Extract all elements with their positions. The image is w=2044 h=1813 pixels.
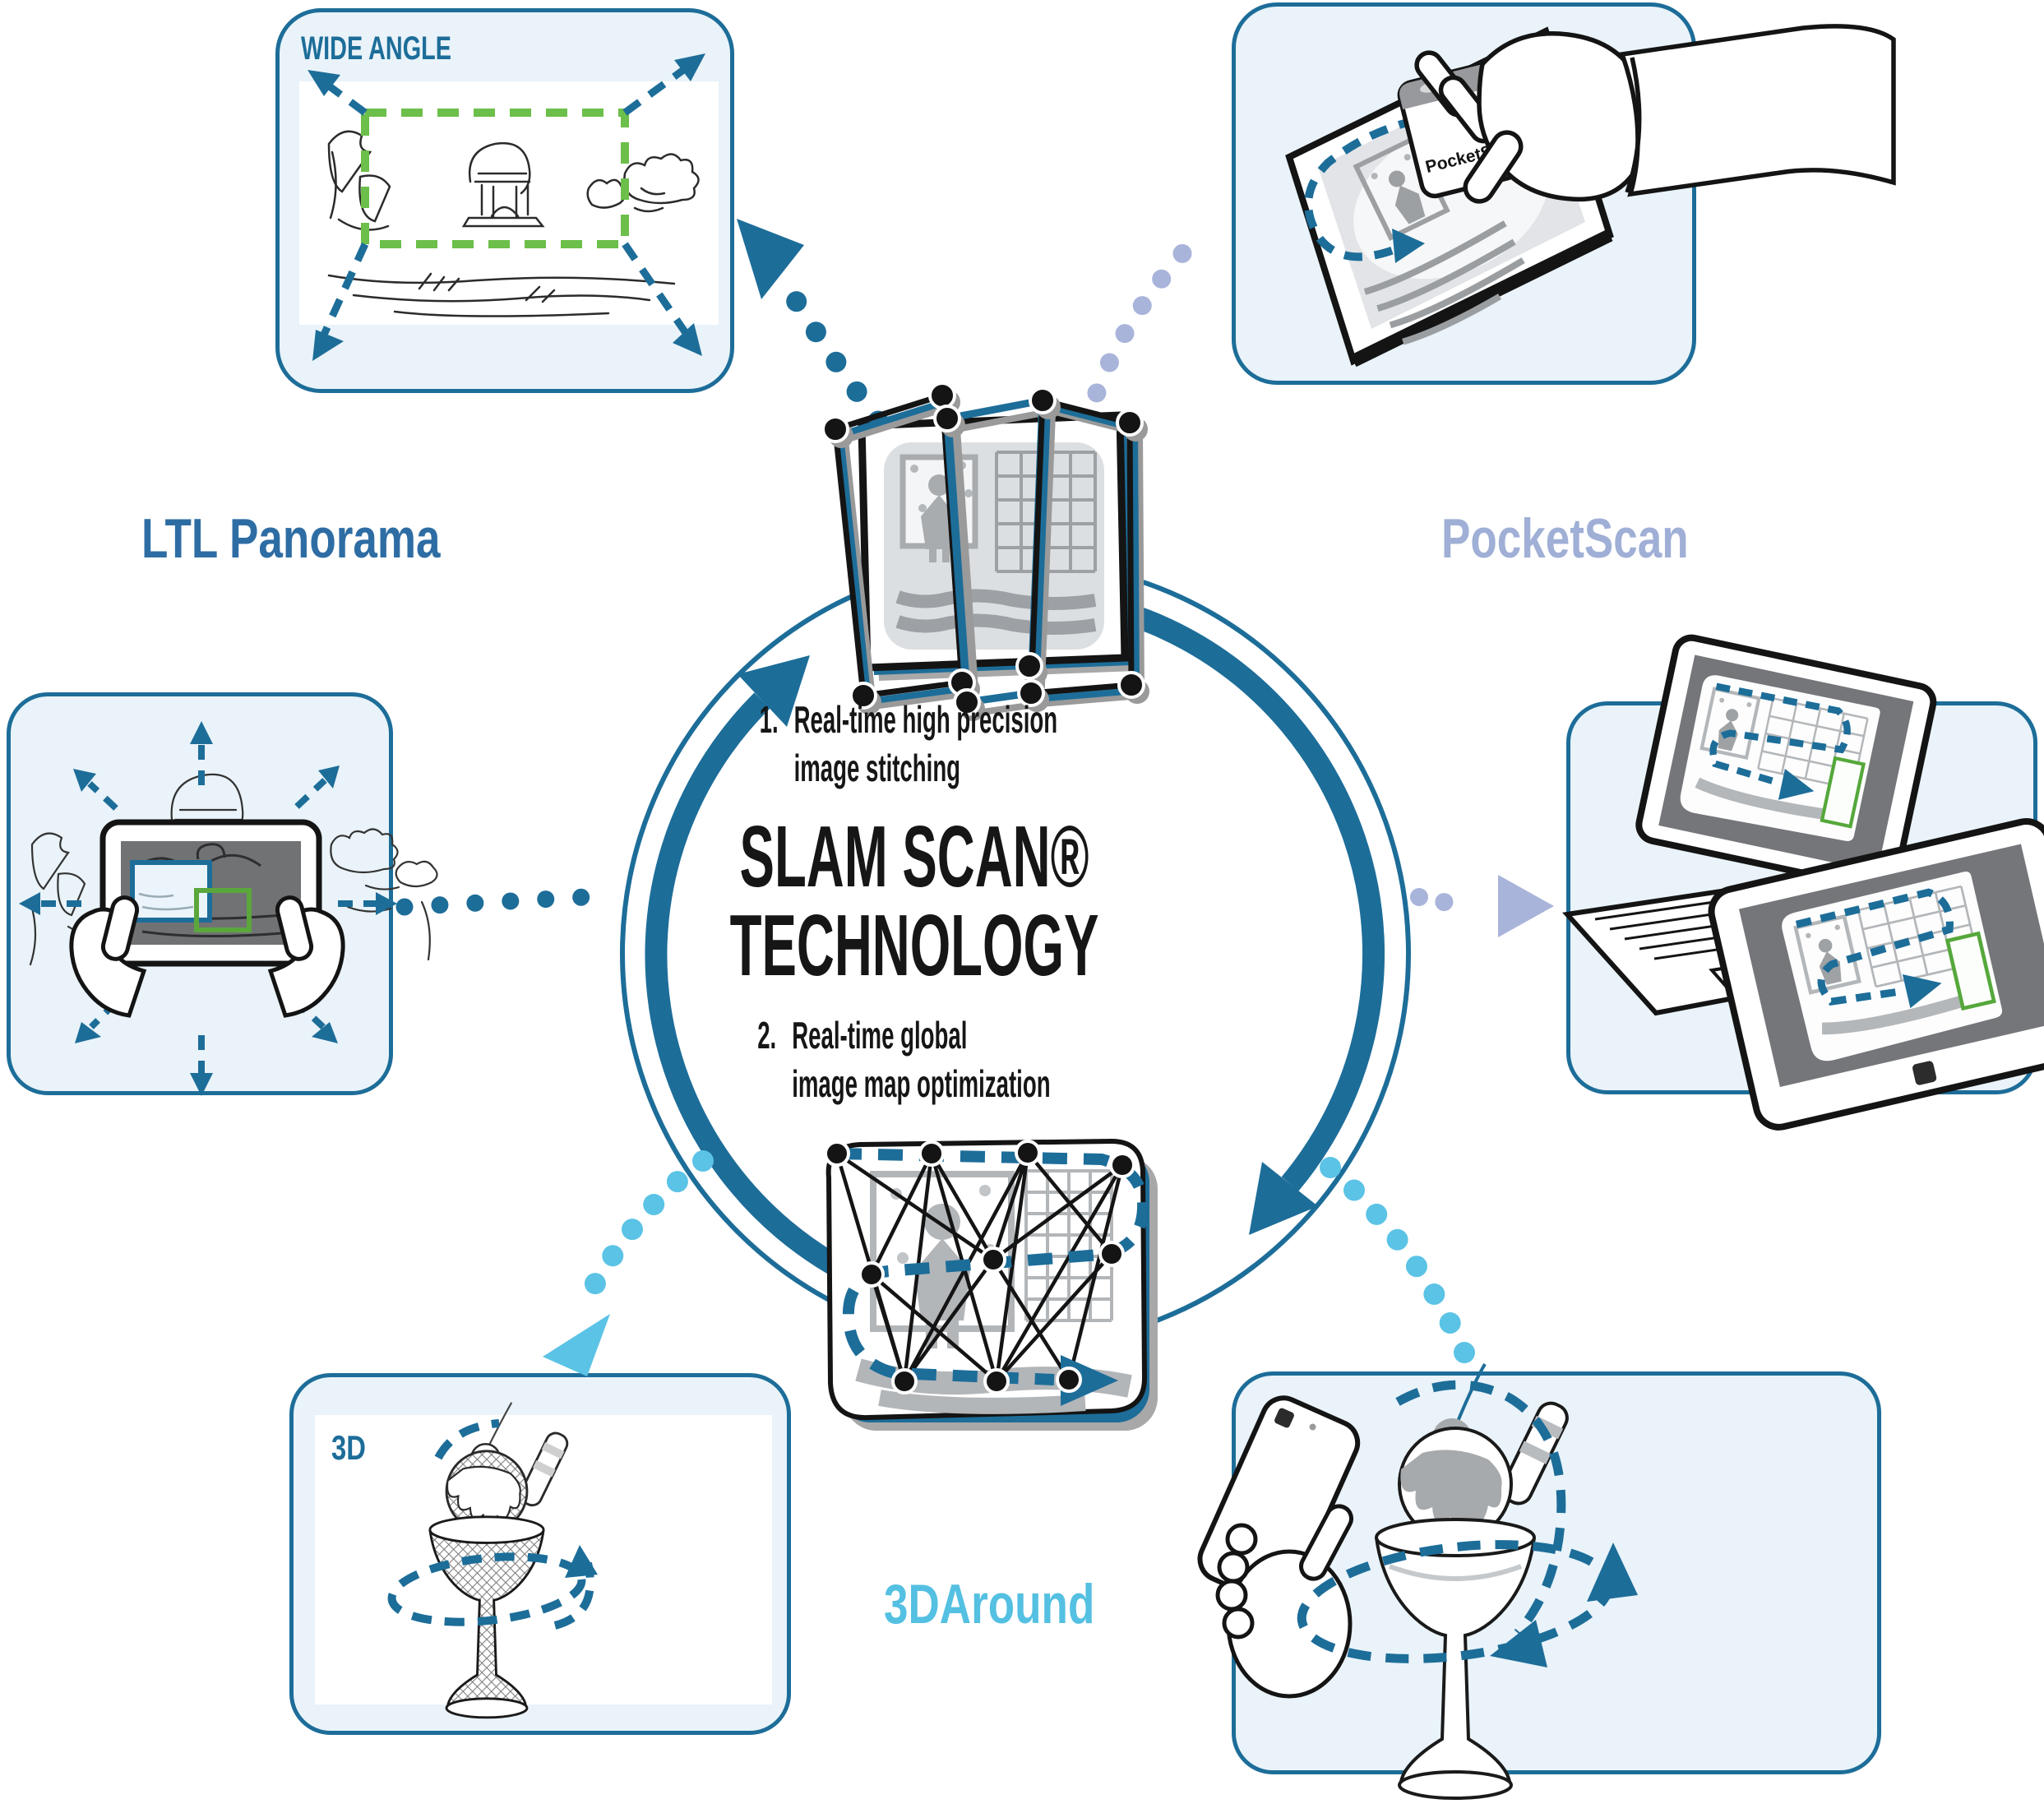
panel-devices bbox=[1566, 701, 2037, 1094]
panel-wide-angle: WIDE ANGLE bbox=[275, 8, 734, 393]
sundae-wireframe bbox=[428, 1402, 569, 1719]
hand bbox=[1414, 24, 1896, 204]
connector-to-3d bbox=[570, 1150, 714, 1321]
optimization-document bbox=[824, 1138, 1158, 1431]
pan-arrowheads bbox=[19, 721, 397, 1096]
current-frame bbox=[194, 888, 252, 932]
screen-sketch bbox=[133, 843, 283, 938]
center-text-block: 1. Real-time high precision image stitch… bbox=[648, 696, 1181, 1108]
orbit-arrowhead bbox=[565, 1545, 598, 1578]
ltl-panorama-label: LTL Panorama bbox=[141, 507, 441, 570]
connector-to-pocketscan bbox=[1077, 225, 1209, 434]
devices-arrowhead bbox=[1498, 875, 1554, 937]
scan-path-arrowhead bbox=[1392, 229, 1425, 263]
panel-3d: 3D bbox=[289, 1373, 791, 1735]
panel-pocketscan: PocketScan bbox=[1232, 2, 1896, 385]
item1-line2: image stitching bbox=[793, 746, 961, 789]
optimized-scan-path bbox=[836, 1148, 1149, 1385]
item2-number: 2. bbox=[757, 1013, 777, 1057]
expand-arrowheads bbox=[308, 53, 705, 361]
feature-points bbox=[821, 382, 1149, 721]
panel-ltl-panorama bbox=[7, 692, 438, 1096]
3daround-label: 3DAround bbox=[884, 1573, 1095, 1635]
scan-path-arrow bbox=[1061, 1355, 1118, 1406]
3d-model-illustration bbox=[315, 1402, 772, 1719]
wide-angle-arrowhead bbox=[737, 219, 804, 299]
match-graph-nodes bbox=[824, 1140, 1135, 1394]
document-figure bbox=[1353, 136, 1450, 241]
hands bbox=[69, 895, 345, 1018]
3d-label: 3D bbox=[331, 1428, 366, 1467]
stitch-frames bbox=[832, 391, 1145, 717]
connector-to-3daround bbox=[1320, 1157, 1482, 1381]
title-line1: SLAM SCAN® bbox=[739, 807, 1089, 905]
item2-line1: Real-time global bbox=[792, 1013, 968, 1057]
ltl-panorama-illustration bbox=[19, 721, 438, 1096]
panel-3daround bbox=[1232, 1371, 1881, 1774]
3d-arrowhead bbox=[543, 1314, 610, 1376]
connector-to-wide-angle bbox=[770, 266, 889, 432]
match-graph-edges bbox=[835, 1151, 1125, 1383]
wide-angle-label: WIDE ANGLE bbox=[301, 30, 451, 67]
pocketscan-label: PocketScan bbox=[1441, 507, 1689, 570]
feature-item-2: 2. Real-time global image map optimizati… bbox=[648, 1011, 1181, 1108]
main-title: SLAM SCAN® TECHNOLOGY bbox=[648, 812, 1181, 990]
pocketscan-illustration: PocketScan bbox=[1285, 24, 1896, 368]
item1-line1: Real-time high precision bbox=[793, 698, 1058, 741]
title-line2: TECHNOLOGY bbox=[729, 896, 1099, 994]
item2-line2: image map optimization bbox=[792, 1061, 1051, 1105]
orbit-arc-top bbox=[434, 1419, 500, 1460]
orbit-path bbox=[387, 1552, 586, 1626]
expand-arrows bbox=[320, 65, 689, 336]
document-lines bbox=[1363, 220, 1525, 345]
scan-path bbox=[1304, 109, 1508, 261]
stitching-document bbox=[821, 382, 1149, 721]
capture-frame bbox=[361, 109, 629, 248]
item1-number: 1. bbox=[759, 698, 779, 741]
wide-angle-illustration bbox=[299, 53, 719, 361]
connector-to-devices bbox=[1410, 888, 1478, 916]
feature-item-1: 1. Real-time high precision image stitch… bbox=[648, 696, 1181, 793]
